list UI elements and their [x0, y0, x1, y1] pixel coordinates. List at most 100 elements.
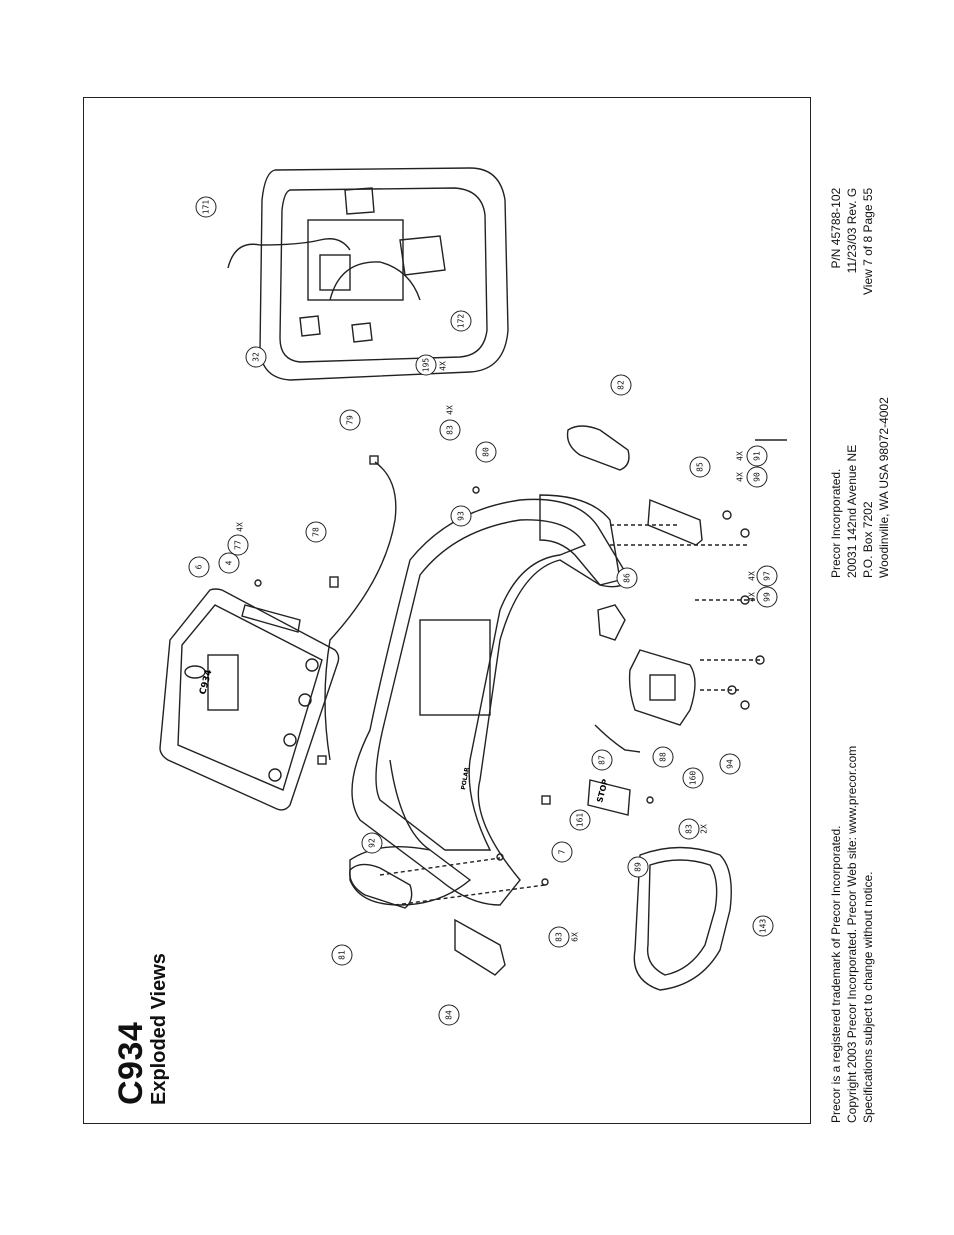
- polar-label: POLAR: [460, 767, 471, 791]
- callout-bubble: 83: [439, 419, 461, 441]
- callout-number: 4X: [748, 592, 757, 602]
- callout-circle: [361, 832, 383, 854]
- callout-number: 78: [312, 527, 321, 537]
- callout-bubble: 32: [245, 346, 267, 368]
- callout-qty: 4X: [236, 522, 245, 532]
- callout-circle: [551, 841, 573, 863]
- document-info: P/N 45788-102 11/23/03 Rev. G View 7 of …: [828, 188, 876, 295]
- address-line: Precor Incorporated.: [829, 468, 843, 578]
- callout-circle: [548, 926, 570, 948]
- part-outlines: [159, 167, 787, 991]
- callout-bubble: 97: [756, 565, 778, 587]
- callout-number: 83: [685, 824, 694, 834]
- callout-number: 99: [763, 592, 772, 602]
- callout-circle: [450, 310, 472, 332]
- callout-qty: 6X: [571, 932, 580, 942]
- callout-bubble: 87: [591, 749, 613, 771]
- company-address: Precor Incorporated. 20031 142nd Avenue …: [828, 397, 892, 578]
- callout-circle: [475, 441, 497, 463]
- callout-number: 90: [753, 472, 762, 482]
- callout-qty: 4X: [748, 571, 757, 581]
- revision-date: 11/23/03 Rev. G: [845, 187, 859, 274]
- callout-bubble: 89: [627, 856, 649, 878]
- callout-circle: [652, 746, 674, 768]
- diagram-labels: C934 STOP POLAR: [198, 669, 610, 804]
- callout-bubble: 77: [227, 534, 249, 556]
- callout-bubble: 82: [610, 374, 632, 396]
- callout-qty: 4X: [439, 361, 448, 371]
- callout-circle: [415, 354, 437, 376]
- callout-number: 89: [634, 862, 643, 872]
- legal-line: Specifications subject to change without…: [861, 871, 875, 1123]
- callout-number: 84: [445, 1010, 454, 1020]
- callout-circle: [746, 445, 768, 467]
- callout-number: 83: [446, 425, 455, 435]
- callout-circle: [439, 419, 461, 441]
- callout-bubble: 94: [719, 753, 741, 775]
- callout-qty: 2X: [700, 824, 709, 834]
- callout-circle: [752, 915, 774, 937]
- callout-bubble: 172: [450, 310, 472, 332]
- callout-number: 83: [555, 932, 564, 942]
- callout-qty: 4X: [748, 592, 757, 602]
- address-line: P.O. Box 7202: [861, 501, 875, 579]
- callout-number: 94: [726, 759, 735, 769]
- callout-number: 93: [457, 511, 466, 521]
- callout-circle: [438, 1004, 460, 1026]
- callout-number: 88: [659, 752, 668, 762]
- callout-circle: [450, 505, 472, 527]
- callout-circle: [756, 586, 778, 608]
- callout-bubble: 143: [752, 915, 774, 937]
- callout-qty: 4X: [736, 451, 745, 461]
- callout-number: 171: [202, 200, 211, 215]
- legal-line: Copyright 2003 Precor Incorporated. Prec…: [845, 745, 859, 1123]
- callout-number: 4X: [748, 571, 757, 581]
- callout-number: 161: [576, 813, 585, 828]
- legal-notice: Precor is a registered trademark of Prec…: [828, 746, 876, 1123]
- callout-circle: [719, 753, 741, 775]
- callout-bubble: 84: [438, 1004, 460, 1026]
- callout-circle: [682, 767, 704, 789]
- callout-circle: [616, 567, 638, 589]
- callout-circle: [610, 374, 632, 396]
- callout-number: 4X: [446, 405, 455, 415]
- callout-bubble: 83: [548, 926, 570, 948]
- callout-bubble: 171: [195, 196, 217, 218]
- callout-number: 195: [422, 358, 431, 373]
- callout-circle: [218, 552, 240, 574]
- part-number: P/N 45788-102: [829, 187, 843, 269]
- callout-bubble: 160: [682, 767, 704, 789]
- callout-number: 79: [346, 415, 355, 425]
- callout-bubble: 88: [652, 746, 674, 768]
- callout-bubble: 86: [616, 567, 638, 589]
- callout-number: 4X: [736, 451, 745, 461]
- callout-number: 80: [482, 447, 491, 457]
- callout-circle: [591, 749, 613, 771]
- callout-number: 77: [234, 540, 243, 550]
- callout-number: 92: [368, 838, 377, 848]
- callout-circle: [245, 346, 267, 368]
- callout-bubble: 80: [475, 441, 497, 463]
- callout-circle: [678, 818, 700, 840]
- callout-circle: [569, 809, 591, 831]
- callout-number: 4X: [439, 361, 448, 371]
- console-label: C934: [198, 669, 214, 696]
- callout-number: 82: [617, 380, 626, 390]
- callout-bubble: 7: [551, 841, 573, 863]
- callout-number: 85: [696, 462, 705, 472]
- callout-number: 160: [689, 771, 698, 786]
- page-frame: [83, 97, 811, 1124]
- callout-circle: [339, 409, 361, 431]
- callout-qty: 4X: [736, 472, 745, 482]
- callout-number: 87: [598, 755, 607, 765]
- callout-circle: [188, 556, 210, 578]
- callout-bubble: 6: [188, 556, 210, 578]
- callout-bubble: 161: [569, 809, 591, 831]
- callout-circle: [331, 944, 353, 966]
- callout-number: 6X: [571, 932, 580, 942]
- callout-circle: [756, 565, 778, 587]
- address-line: Woodinville, WA USA 98072-4002: [877, 397, 891, 578]
- callout-number: 86: [623, 573, 632, 583]
- address-line: 20031 142nd Avenue NE: [845, 444, 859, 578]
